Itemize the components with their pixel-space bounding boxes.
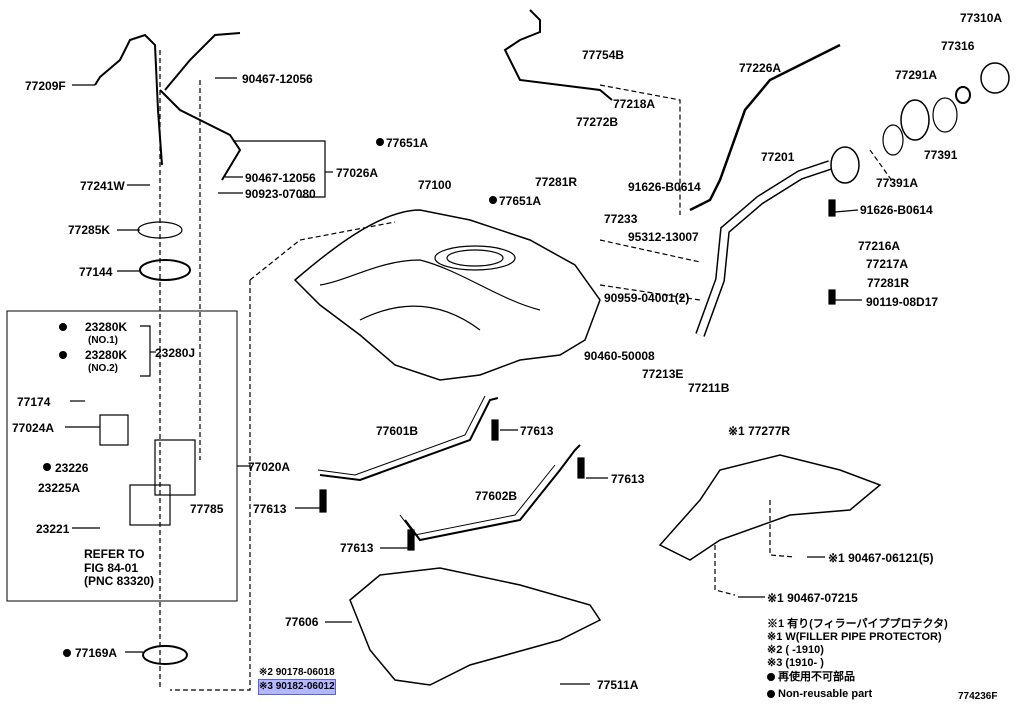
figure-id: 774236F <box>958 691 998 702</box>
part-label-77201: 77201 <box>761 150 795 164</box>
note-filler-pipe-jp: ※1 有り(フィラーパイププロテクタ) <box>767 618 948 630</box>
part-label-77310A: 77310A <box>960 11 1003 25</box>
part-label-95312-13007: 95312-13007 <box>628 230 699 244</box>
part-label-77601B: 77601B <box>376 424 419 438</box>
part-label-90923-07080: 90923-07080 <box>245 187 316 201</box>
part-label-77217A: 77217A <box>866 257 909 271</box>
part-label-23226: 23226 <box>55 461 89 475</box>
part-label-77241W: 77241W <box>80 179 125 193</box>
part-label-77024A: 77024A <box>12 421 55 435</box>
part-label-77291A: 77291A <box>895 68 938 82</box>
part-label-77602B: 77602B <box>475 489 518 503</box>
part-label-77272B: 77272B <box>576 115 619 129</box>
part-label-77651A-b: 77651A <box>499 194 542 208</box>
part-label-77606: 77606 <box>285 615 319 629</box>
part-note-no2: (NO.2) <box>88 363 118 374</box>
bullet-icon <box>767 673 775 682</box>
part-label-77511A: 77511A <box>597 678 639 692</box>
part-note-no1: (NO.1) <box>88 335 118 346</box>
part-label-77218A: 77218A <box>613 97 656 111</box>
part-label-23221: 23221 <box>36 522 70 536</box>
part-label-90959-04001: 90959-04001(2) <box>604 291 690 305</box>
part-label-77144: 77144 <box>79 265 113 279</box>
refer-note-line1: REFER TO <box>84 547 145 561</box>
note-text: 再使用不可部品 <box>778 671 855 683</box>
part-label-77216A: 77216A <box>858 239 901 253</box>
part-label-90467-06121: ※1 90467-06121(5) <box>828 551 934 565</box>
part-label-77651A: 77651A <box>386 136 429 150</box>
part-label-90178-06018: ※2 90178-06018 <box>259 667 335 678</box>
part-label-90182-06012[interactable]: ※3 90182-06012 <box>258 679 336 695</box>
note-date-3: ※3 (1910- ) <box>767 657 824 669</box>
part-label-77211B: 77211B <box>688 381 730 395</box>
part-label-77281R: 77281R <box>535 175 578 189</box>
part-label-23280J: 23280J <box>155 346 196 360</box>
part-label-77277R: ※1 77277R <box>728 424 791 438</box>
part-label-77285K: 77285K <box>68 223 111 237</box>
part-label-77233: 77233 <box>604 212 638 226</box>
part-label-90467-07215: ※1 90467-07215 <box>767 591 858 605</box>
part-label-77613-d: 77613 <box>340 541 374 555</box>
part-label-77174: 77174 <box>17 395 51 409</box>
part-label-77613-b: 77613 <box>611 472 645 486</box>
part-label-91626-B0614: 91626-B0614 <box>628 180 701 194</box>
part-label-23280K-no2: 23280K <box>85 348 128 362</box>
part-label-77020A: 77020A <box>248 460 291 474</box>
tank-strap-77601B <box>319 397 499 482</box>
refer-note-line3: (PNC 83320) <box>84 574 155 588</box>
filler-pipe-protector-77277R <box>658 454 882 561</box>
part-label-77213E: 77213E <box>642 367 684 381</box>
fuel-tank-77100 <box>293 209 601 381</box>
bullet-icon <box>767 690 775 699</box>
part-label-77785: 77785 <box>190 502 224 516</box>
part-label-90467-12056: 90467-12056 <box>242 72 313 86</box>
part-label-90460-50008: 90460-50008 <box>584 349 655 363</box>
part-label-77391A: 77391A <box>876 176 919 190</box>
note-filler-pipe-en: ※1 W(FILLER PIPE PROTECTOR) <box>767 631 942 643</box>
fuel-line-77209F <box>94 33 163 166</box>
note-non-reusable-jp: 再使用不可部品 <box>767 671 855 684</box>
note-text: Non-reusable part <box>778 688 873 700</box>
part-label-77613-c: 77613 <box>253 502 287 516</box>
part-label-77613-a: 77613 <box>520 424 554 438</box>
part-label-77316: 77316 <box>941 39 975 53</box>
part-label-77391: 77391 <box>924 148 958 162</box>
under-cover-77606 <box>349 567 602 686</box>
part-label-90467-12056-b: 90467-12056 <box>245 171 316 185</box>
note-non-reusable-en: Non-reusable part <box>767 688 872 701</box>
part-label-77209F: 77209F <box>25 79 66 93</box>
part-label-91626-B0614-b: 91626-B0614 <box>860 203 933 217</box>
part-label-77100: 77100 <box>418 178 452 192</box>
subassembly-box <box>6 310 238 602</box>
part-label-77281R-b: 77281R <box>867 276 910 290</box>
note-date-2: ※2 ( -1910) <box>767 644 824 656</box>
refer-note-line2: FIG 84-01 <box>84 561 139 575</box>
tank-strap-77602B <box>404 444 581 542</box>
part-label-23280K-no1: 23280K <box>85 320 128 334</box>
part-label-77169A: 77169A <box>75 646 118 660</box>
part-label-77026A: 77026A <box>336 166 379 180</box>
part-label-77226A: 77226A <box>739 61 782 75</box>
part-label-77754B: 77754B <box>582 48 625 62</box>
part-label-23225A: 23225A <box>38 481 81 495</box>
part-label-90119-08D17: 90119-08D17 <box>866 295 939 309</box>
